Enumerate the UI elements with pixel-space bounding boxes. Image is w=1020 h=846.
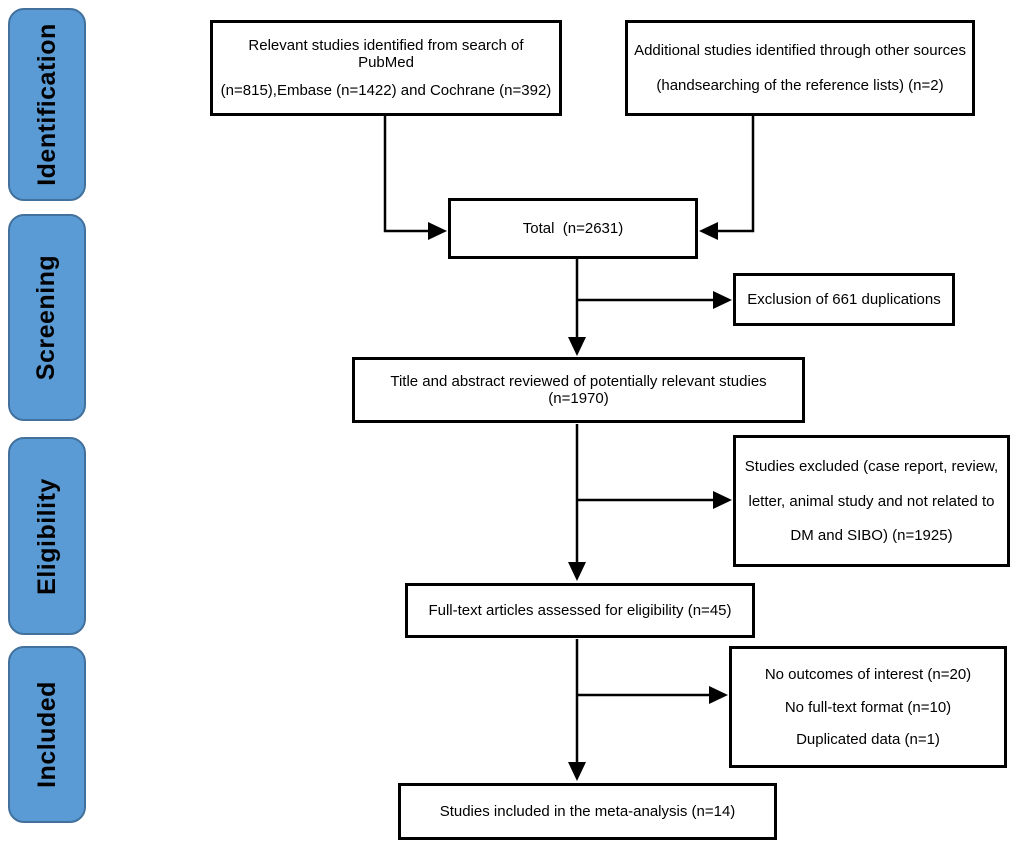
box-fulltext-assessed-text: Full-text articles assessed for eligibil… [428,602,732,619]
box-studies-excluded-line2: letter, animal study and not related to [748,492,995,510]
box-exclusion-reasons-line2: No full-text format (n=10) [784,698,952,716]
stage-eligibility-label: Eligibility [32,477,61,595]
box-studies-excluded-line3: DM and SIBO) (n=1925) [790,527,953,545]
box-total-text: Total (n=2631) [522,220,624,237]
arrow-other-to-total [717,116,755,233]
stage-screening-label: Screening [32,254,61,381]
box-identified-databases: Relevant studies identified from search … [210,20,562,116]
box-identified-databases-line1: Relevant studies identified from search … [248,36,524,71]
arrowhead-into-total-left [428,222,447,240]
box-other-sources-line1: Additional studies identified through ot… [634,42,966,60]
box-included-meta-analysis: Studies included in the meta-analysis (n… [398,783,777,840]
box-other-sources: Additional studies identified through ot… [625,20,975,116]
stage-included-label: Included [32,681,61,788]
arrowhead-into-included [568,762,586,781]
box-title-abstract-review: Title and abstract reviewed of potential… [352,357,805,423]
stage-identification-label: Identification [32,23,61,186]
box-studies-excluded-line1: Studies excluded (case report, review, [744,457,999,475]
box-exclusion-reasons-line1: No outcomes of interest (n=20) [764,666,972,684]
stage-identification: Identification [8,8,86,201]
box-total: Total (n=2631) [448,198,698,259]
arrowhead-into-fulltext [568,562,586,581]
stage-eligibility: Eligibility [8,437,86,635]
box-duplicates-excluded-text: Exclusion of 661 duplications [747,291,941,308]
arrowhead-into-reasons [709,686,728,704]
box-identified-databases-line2: (n=815),Embase (n=1422) and Cochrane (n=… [220,82,552,100]
stage-screening: Screening [8,214,86,421]
box-fulltext-assessed: Full-text articles assessed for eligibil… [405,583,755,638]
box-title-abstract-review-text: Title and abstract reviewed of potential… [390,373,767,407]
box-studies-excluded: Studies excluded (case report, review, l… [733,435,1010,567]
box-other-sources-line2: (handsearching of the reference lists) (… [656,76,944,94]
arrow-source-to-total [383,116,429,233]
box-exclusion-reasons: No outcomes of interest (n=20) No full-t… [729,646,1007,768]
arrowhead-into-duplicates [713,291,732,309]
arrowhead-into-total-right [699,222,718,240]
arrowhead-into-excluded [713,491,732,509]
stage-included: Included [8,646,86,823]
box-included-meta-analysis-text: Studies included in the meta-analysis (n… [439,803,736,820]
box-duplicates-excluded: Exclusion of 661 duplications [733,273,955,326]
arrowhead-into-screened [568,337,586,356]
box-exclusion-reasons-line3: Duplicated data (n=1) [796,730,940,748]
